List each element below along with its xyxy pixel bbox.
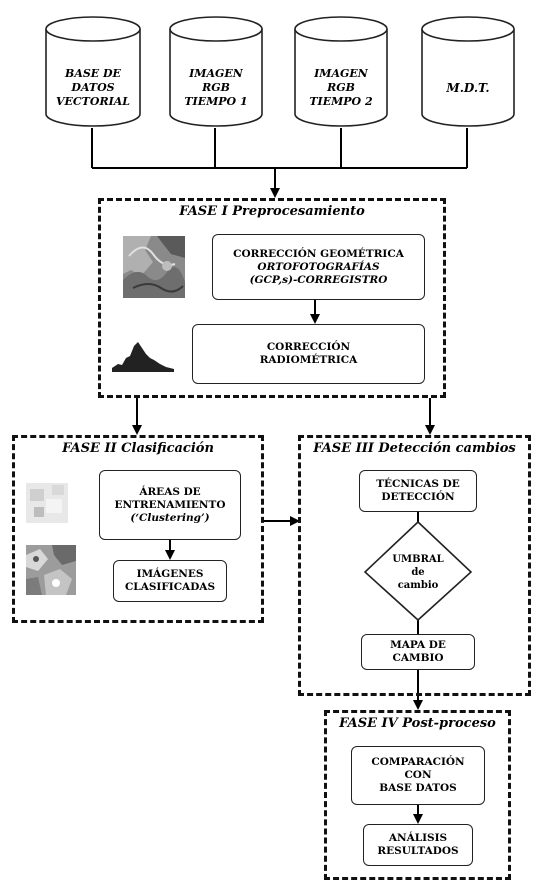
radiometric-correction-box: CORRECCIÓN RADIOMÉTRICA — [192, 324, 425, 384]
threshold-diamond — [363, 520, 473, 622]
cylinder-icon — [294, 16, 388, 127]
database-label: IMAGEN RGB TIEMPO 2 — [309, 67, 373, 108]
classified-image-thumbnail — [26, 545, 76, 595]
phase-3-frame: FASE III Detección cambios — [298, 435, 531, 696]
database-comparison-box: COMPARACIÓN CON BASE DATOS — [351, 746, 485, 805]
change-map-box: MAPA DE CAMBIO — [361, 634, 475, 670]
histogram-thumbnail — [112, 334, 174, 372]
database-label: M.D.T. — [446, 81, 490, 95]
orthophoto-thumbnail — [123, 236, 185, 298]
database-vector: BASE DE DATOS VECTORIAL — [43, 15, 143, 130]
results-analysis-box: ANÁLISIS RESULTADOS — [363, 824, 473, 866]
database-mdt: M.D.T. — [419, 15, 517, 130]
cylinder-icon — [45, 16, 141, 127]
phase-4-frame: FASE IV Post-proceso — [324, 710, 511, 880]
database-label: BASE DE DATOS VECTORIAL — [56, 67, 130, 108]
cylinder-icon — [169, 16, 263, 127]
phase-title: FASE II Clasificación — [62, 441, 214, 456]
phase-2-frame: FASE II Clasificación — [12, 435, 264, 623]
phase-title: FASE III Detección cambios — [313, 441, 516, 456]
classified-images-box: IMÁGENES CLASIFICADAS — [113, 560, 227, 602]
phase-title: FASE I Preprocesamiento — [179, 204, 365, 219]
database-image-t1: IMAGEN RGB TIEMPO 1 — [167, 15, 265, 130]
phase-title: FASE IV Post-proceso — [339, 716, 496, 731]
training-areas-box: ÁREAS DE ENTRENAMIENTO (‘Clustering’) — [99, 470, 241, 540]
threshold-label: UMBRAL de cambio — [392, 554, 444, 591]
database-image-t2: IMAGEN RGB TIEMPO 2 — [292, 15, 390, 130]
detection-techniques-box: TÉCNICAS DE DETECCIÓN — [359, 470, 477, 512]
phase-1-frame: FASE I Preprocesamiento — [98, 198, 446, 398]
geometric-correction-box: CORRECCIÓN GEOMÉTRICA ORTOFOTOGRAFÍAS (G… — [212, 234, 425, 300]
cylinder-icon — [421, 16, 515, 127]
training-areas-thumbnail — [26, 483, 68, 523]
database-label: IMAGEN RGB TIEMPO 1 — [184, 67, 248, 108]
